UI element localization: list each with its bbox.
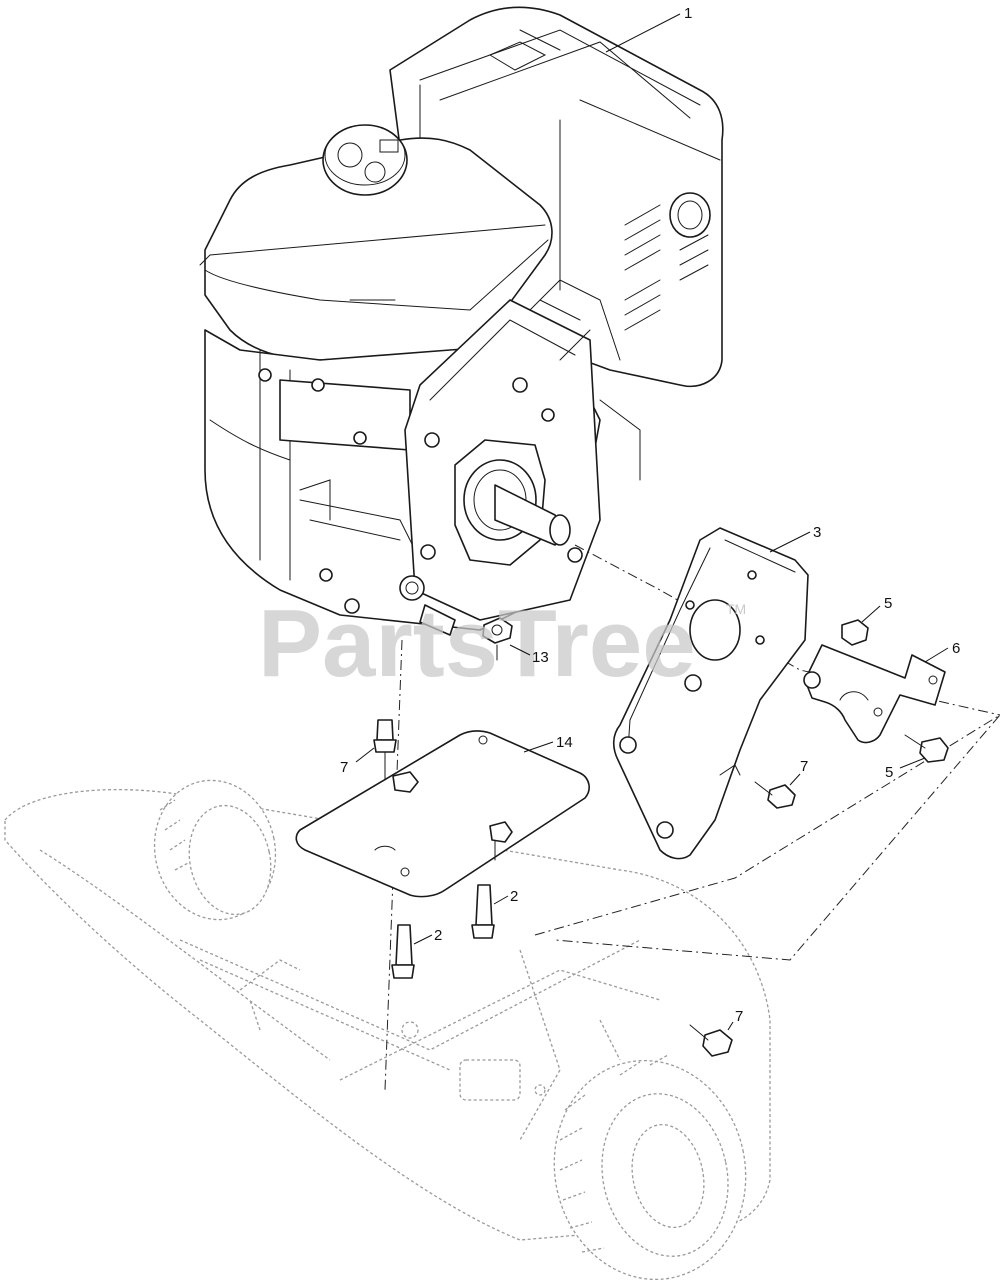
callouts: 1 3 5 6 5 7 13 14 7 2 2 7 — [340, 5, 960, 1031]
callout-2-left: 2 — [434, 927, 442, 944]
small-bracket — [803, 644, 946, 744]
flange-nut — [482, 617, 513, 661]
callout-13: 13 — [532, 649, 549, 666]
watermark: PartsTree TM — [258, 590, 746, 697]
callout-14: 14 — [556, 734, 573, 751]
plate-bolts — [373, 719, 513, 979]
watermark-trademark: TM — [726, 601, 746, 617]
callout-5-lower: 5 — [885, 764, 893, 781]
watermark-text: PartsTree — [258, 590, 696, 697]
callout-5-upper: 5 — [884, 595, 892, 612]
hex-bolts — [689, 619, 949, 1057]
engine-mount-plate — [295, 730, 590, 898]
callout-6: 6 — [952, 640, 960, 657]
callout-7-left: 7 — [340, 759, 348, 776]
centerline-shaft — [574, 544, 1001, 716]
front-wheel-ghost — [553, 1054, 747, 1280]
callout-2-center: 2 — [510, 888, 518, 905]
engine-assembly — [199, 6, 724, 636]
rear-wheel-ghost — [153, 779, 277, 921]
engine-bracket — [612, 527, 809, 860]
assembly-reference-line — [534, 714, 1001, 961]
callout-1: 1 — [684, 5, 692, 22]
callout-7-right: 7 — [800, 758, 808, 775]
callout-3: 3 — [813, 524, 821, 541]
cooling-louvers — [624, 204, 709, 331]
callout-7-bottom: 7 — [735, 1008, 743, 1025]
